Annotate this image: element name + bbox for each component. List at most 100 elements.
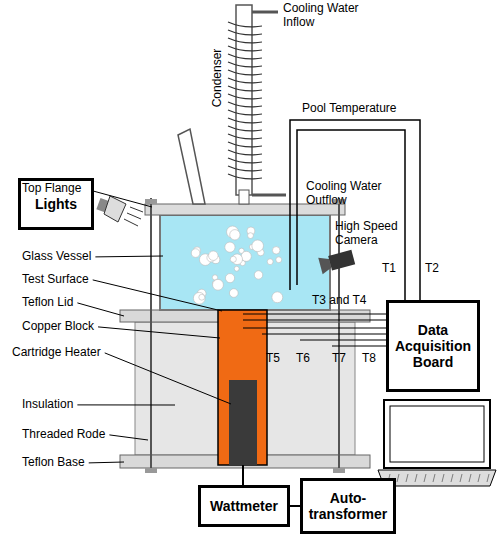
light-ray [130, 207, 143, 212]
bubble [230, 230, 240, 240]
key-line [397, 474, 399, 482]
bubble [252, 240, 264, 252]
box-label: Wattmeter [210, 498, 278, 514]
bubble [225, 274, 234, 283]
lamp-icon [96, 196, 143, 226]
leader-line [105, 353, 231, 404]
equipment-box: Wattmeter [198, 485, 290, 527]
heater-wire [242, 465, 244, 486]
coil-turn [228, 62, 262, 67]
coil-turn [228, 142, 262, 147]
bubble [209, 251, 218, 260]
part-label: Glass Vessel [22, 250, 91, 264]
part-label: Cooling Water Inflow [283, 2, 369, 30]
bubble [248, 233, 254, 239]
coil-turn [228, 94, 262, 99]
leader-line [93, 280, 222, 311]
box-label: Lights [35, 196, 77, 212]
leader-line [77, 303, 124, 316]
sensor-label: Copper Block [22, 320, 94, 334]
thermocouple-wire [300, 339, 386, 340]
sensor-label: T8 [362, 352, 376, 366]
key-line [415, 474, 417, 482]
bubble [276, 257, 282, 263]
key-line [442, 474, 444, 482]
coil-turn [228, 86, 262, 91]
key-line [460, 474, 462, 482]
coil-turn [228, 78, 262, 83]
monitor [384, 400, 490, 468]
coil-turn [228, 38, 262, 43]
coil-turn [228, 166, 262, 171]
camera-body [328, 250, 355, 271]
sensor-label: T7 [332, 352, 346, 366]
coil-turn [228, 46, 262, 51]
bubble [254, 271, 262, 279]
bubble [193, 292, 205, 304]
equipment-box: Auto- transformer [300, 478, 396, 534]
key-line [469, 474, 471, 482]
coil-turn [228, 102, 262, 107]
nut [333, 468, 345, 473]
cartridge-heater [229, 380, 257, 465]
camera-icon [318, 249, 355, 274]
sensor-label: T1 [382, 262, 396, 276]
coil-turn [228, 118, 262, 123]
coil-turn [228, 30, 262, 35]
light-ray [127, 213, 141, 219]
part-label: Top Flange [22, 182, 81, 196]
power-cable [290, 505, 300, 507]
nut [145, 199, 157, 204]
screen [390, 406, 484, 462]
nut [145, 468, 157, 473]
bubble [230, 256, 236, 262]
computer-icon [378, 400, 496, 486]
part-label: Teflon Base [22, 456, 85, 470]
thermocouple-wire [243, 327, 386, 328]
coil-turn [228, 174, 262, 179]
sensor-label: Teflon Lid [22, 296, 73, 310]
part-label: High Speed Camera [335, 220, 401, 248]
coil-turn [228, 54, 262, 59]
glass-vessel [160, 215, 330, 310]
leader-line [77, 404, 175, 405]
key-line [451, 474, 453, 482]
bubble [272, 292, 283, 303]
sensor-label: T6 [296, 352, 310, 366]
part-label: Pool Temperature [302, 102, 397, 116]
part-label: Condenser [211, 49, 225, 108]
lamp-head [104, 196, 126, 222]
key-line [478, 474, 480, 482]
coil-turn [228, 110, 262, 115]
box-label: Data Acquisition Board [389, 322, 477, 370]
condenser-coil [228, 22, 262, 179]
bubble [272, 247, 280, 255]
coil-turn [228, 126, 262, 131]
bubble [229, 289, 238, 298]
part-label: Cooling Water Outflow [306, 180, 392, 208]
outflow-pipe [252, 194, 286, 197]
sensor-label: T2 [425, 262, 439, 276]
box-label: Auto- transformer [303, 490, 393, 522]
coil-turn [228, 150, 262, 155]
leader-line [89, 462, 124, 464]
threaded-rod [150, 198, 152, 472]
coil-turn [228, 134, 262, 139]
thermocouple-wire [243, 319, 386, 320]
keyboard-keys [388, 474, 489, 482]
inlet-tube [178, 129, 205, 204]
leader-line [85, 189, 152, 207]
leader-line [95, 256, 163, 258]
leader-line [109, 435, 148, 440]
condenser-neck [239, 190, 249, 204]
coil-turn [228, 22, 262, 27]
copper-block [218, 310, 267, 465]
light-ray [124, 219, 138, 226]
coil-turn [228, 70, 262, 75]
part-label: Insulation [22, 398, 73, 412]
key-line [487, 474, 489, 482]
sensor-label: T5 [266, 352, 280, 366]
bubble [199, 294, 205, 300]
bubble [225, 242, 235, 252]
key-line [433, 474, 435, 482]
